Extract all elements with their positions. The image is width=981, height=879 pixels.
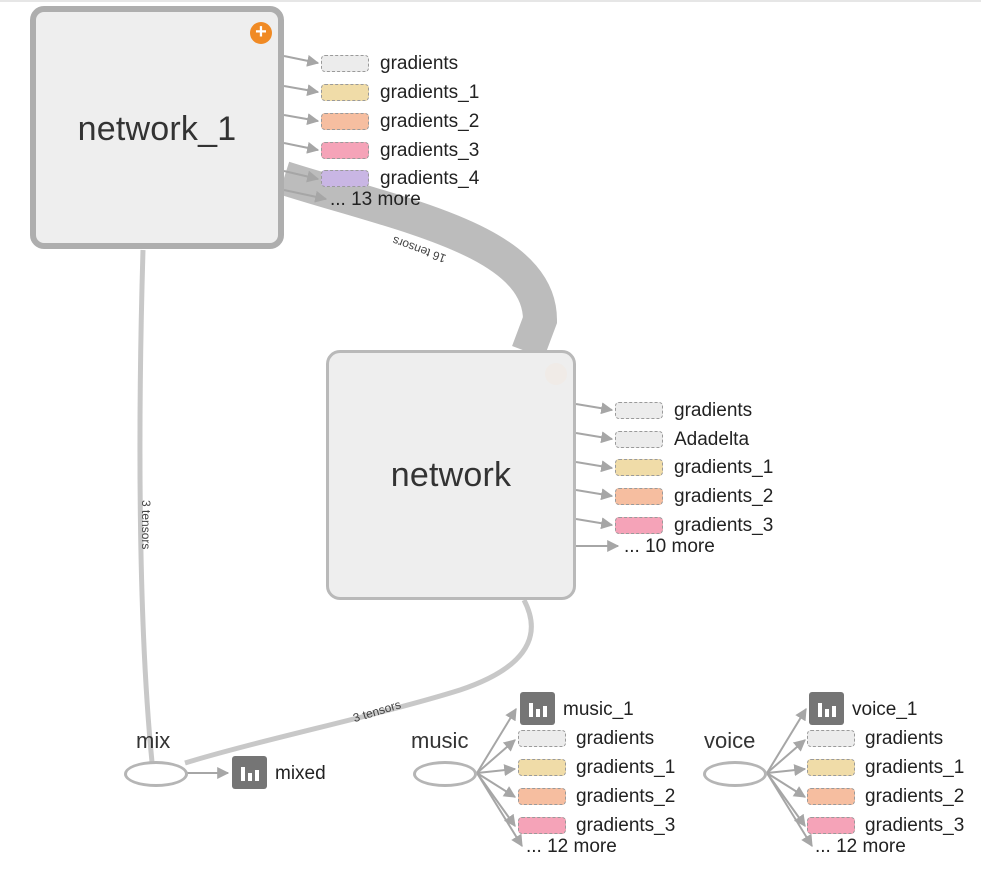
output-swatch[interactable] [321, 142, 369, 159]
output-swatch[interactable] [321, 55, 369, 72]
output-swatch[interactable] [321, 84, 369, 101]
output-label[interactable]: gradients_3 [576, 815, 676, 836]
output-label[interactable]: gradients [576, 728, 655, 749]
output-swatch[interactable] [807, 788, 855, 805]
output-swatch[interactable] [518, 730, 566, 747]
output-swatch[interactable] [807, 759, 855, 776]
summary-label-voice_1[interactable]: voice_1 [852, 699, 918, 720]
more-outputs[interactable]: ... 13 more [330, 189, 421, 210]
node-title: network [390, 456, 512, 494]
edge-network-mix[interactable] [184, 598, 534, 766]
output-label[interactable]: gradients_2 [674, 486, 774, 507]
more-outputs[interactable]: ... 12 more [526, 836, 617, 857]
node-network_1[interactable]: network_1 + [30, 6, 284, 249]
summary-icon[interactable] [809, 692, 844, 725]
output-swatch[interactable] [807, 730, 855, 747]
node-name-music: music [411, 728, 469, 753]
output-label[interactable]: gradients_1 [380, 82, 480, 103]
output-swatch[interactable] [615, 459, 663, 476]
node-network[interactable]: network [326, 350, 576, 600]
output-label[interactable]: gradients_1 [576, 757, 676, 778]
edge-network_1-network[interactable] [278, 161, 558, 358]
output-label[interactable]: gradients_3 [865, 815, 965, 836]
node-title: network_1 [77, 110, 237, 148]
output-label[interactable]: gradients [674, 400, 753, 421]
output-label[interactable]: gradients_2 [865, 786, 965, 807]
summary-label-mixed[interactable]: mixed [275, 763, 326, 784]
node-music[interactable] [413, 761, 477, 787]
node-voice[interactable] [703, 761, 767, 787]
output-label[interactable]: gradients [380, 53, 459, 74]
output-label[interactable]: gradients_1 [865, 757, 965, 778]
output-swatch[interactable] [615, 517, 663, 534]
output-swatch[interactable] [321, 113, 369, 130]
output-label[interactable]: gradients_4 [380, 168, 480, 189]
edge-label-3-tensors-left: 3 tensors [139, 500, 153, 549]
plus-circle-icon[interactable]: + [250, 22, 272, 44]
edge-label-3-tensors-bottom: 3 tensors [351, 697, 402, 725]
plus-circle-icon[interactable] [545, 363, 567, 385]
output-swatch[interactable] [518, 788, 566, 805]
output-swatch[interactable] [615, 488, 663, 505]
more-outputs[interactable]: ... 12 more [815, 836, 906, 857]
summary-icon[interactable] [520, 692, 555, 725]
output-label[interactable]: gradients_3 [674, 515, 774, 536]
output-swatch[interactable] [807, 817, 855, 834]
output-label[interactable]: gradients_2 [576, 786, 676, 807]
output-label[interactable]: gradients_3 [380, 140, 480, 161]
summary-icon[interactable] [232, 756, 267, 789]
node-name-voice: voice [704, 728, 756, 753]
output-label[interactable]: gradients_1 [674, 457, 774, 478]
output-swatch[interactable] [615, 402, 663, 419]
node-mix[interactable] [124, 761, 188, 787]
edge-network_1-mix[interactable] [137, 249, 155, 763]
top-border [0, 0, 981, 2]
summary-label-music_1[interactable]: music_1 [563, 699, 634, 720]
output-swatch[interactable] [518, 759, 566, 776]
more-outputs[interactable]: ... 10 more [624, 536, 715, 557]
node-name-mix: mix [136, 728, 171, 753]
output-swatch[interactable] [518, 817, 566, 834]
output-label[interactable]: Adadelta [674, 429, 750, 450]
output-label[interactable]: gradients_2 [380, 111, 480, 132]
output-label[interactable]: gradients [865, 728, 944, 749]
output-swatch[interactable] [615, 431, 663, 448]
output-swatch[interactable] [321, 170, 369, 187]
